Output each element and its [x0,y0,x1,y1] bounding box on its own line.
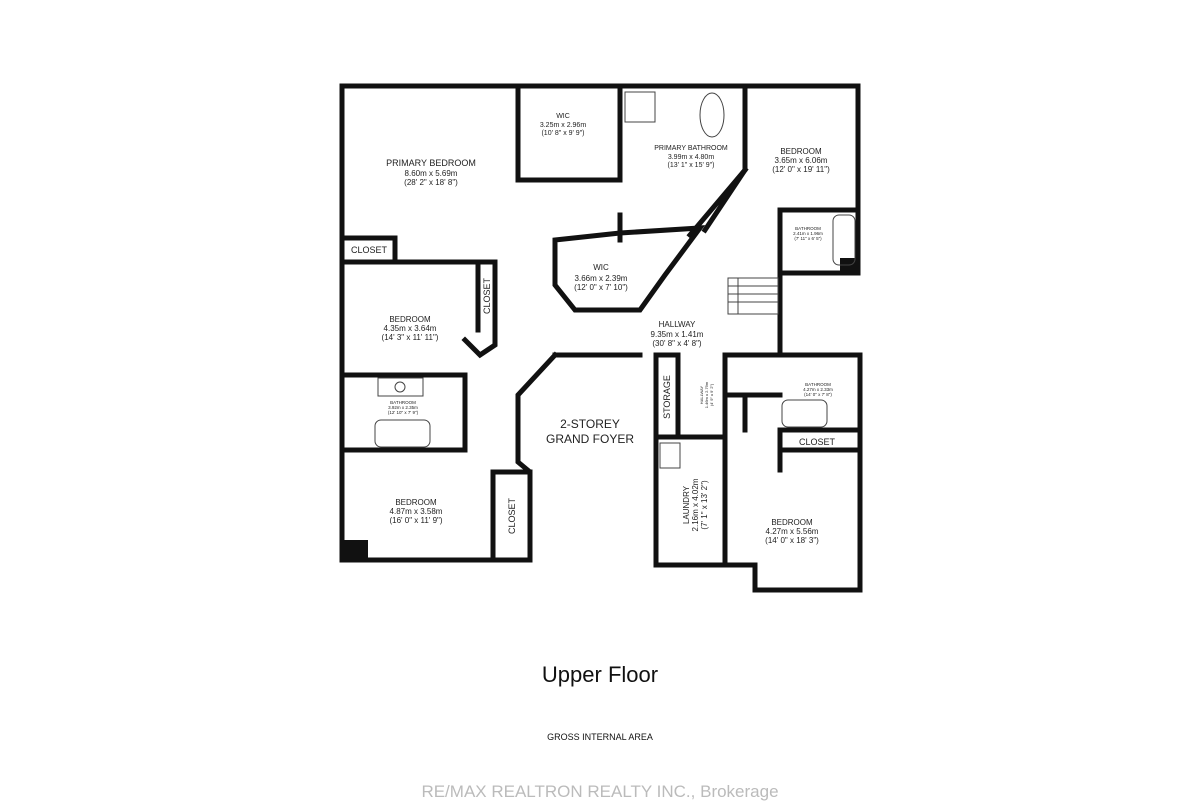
fixtures [374,91,856,469]
room-metric: 2.16m x 4.02m [691,478,700,531]
room-imperial: (12' 0" x 19' 11") [772,165,830,174]
storage-label: STORAGE [662,375,672,419]
stairs [727,277,779,315]
room-name: BATHROOM [795,226,821,231]
washer [659,442,681,469]
room-name: BATHROOM [390,400,416,405]
room-name: HALLWAY [699,385,704,404]
room-imperial: (7' 11" x 6' 5") [794,236,822,241]
room-metric: 3.25m x 2.96m [540,122,586,129]
room-name: HALLWAY [659,320,696,329]
room-metric: 4.27m x 2.33m [803,387,833,392]
column-block [342,540,368,560]
room-imperial: (12' 10" x 7' 9") [388,410,419,415]
bathtub [699,92,725,138]
room-name: BEDROOM [771,518,813,527]
room-imperial: (4' 9" x 9' 2") [709,383,714,406]
room-name: BEDROOM [780,147,822,156]
room-metric: 8.60m x 5.69m [405,169,458,178]
room-name: PRIMARY BATHROOM [654,145,728,152]
closet-label: CLOSET [482,277,492,314]
room-imperial: (30' 8" x 4' 8") [652,339,702,348]
foyer-label: 2-STOREY [560,417,620,431]
room-metric: 3.92m x 2.35m [388,405,418,410]
room-metric: 9.35m x 1.41m [651,330,704,339]
room-labels: PRIMARY BEDROOM 8.60m x 5.69m (28' 2" x … [351,113,836,545]
room-name: BEDROOM [395,498,437,507]
foyer-label: GRAND FOYER [546,432,634,446]
room-name: WIC [556,113,570,120]
room-name: WIC [593,263,609,272]
room-imperial: (7' 1" x 13' 2") [700,480,709,530]
bathtub [374,419,431,448]
closet-label: CLOSET [799,437,836,447]
room-imperial: (10' 8" x 9' 9") [541,130,584,137]
room-metric: 1.46m x 2.79m [704,381,709,408]
gross-area-label: GROSS INTERNAL AREA [547,732,653,742]
bathtub [781,399,828,428]
room-imperial: (12' 0" x 7' 10") [574,283,628,292]
room-imperial: (14' 0" x 18' 3") [765,536,819,545]
shower [624,91,656,123]
room-name: PRIMARY BEDROOM [386,158,476,168]
room-imperial: (14' 3" x 11' 11") [382,333,439,342]
room-imperial: (14' 0" x 7' 8") [804,392,832,397]
room-metric: 3.65m x 6.06m [775,156,828,165]
room-metric: 3.99m x 4.80m [668,154,714,161]
room-metric: 2.41m x 1.96m [793,231,823,236]
walls [339,83,863,593]
room-metric: 4.87m x 3.58m [390,507,443,516]
room-metric: 4.35m x 3.64m [384,324,437,333]
room-imperial: (13' 1" x 15' 9") [668,162,715,169]
watermark: RE/MAX REALTRON REALTY INC., Brokerage [421,782,779,801]
room-name: LAUNDRY [682,485,691,524]
room-imperial: (28' 2" x 18' 8") [404,178,458,187]
closet-label: CLOSET [507,497,517,534]
room-name: BATHROOM [805,382,831,387]
room-metric: 3.66m x 2.39m [575,274,628,283]
floor-title: Upper Floor [541,662,659,687]
closet-label: CLOSET [351,245,388,255]
bathtub [832,214,856,266]
room-imperial: (16' 0" x 11' 9") [389,516,442,525]
room-name: BEDROOM [389,315,431,324]
sink [377,377,424,397]
room-metric: 4.27m x 5.56m [766,527,819,536]
